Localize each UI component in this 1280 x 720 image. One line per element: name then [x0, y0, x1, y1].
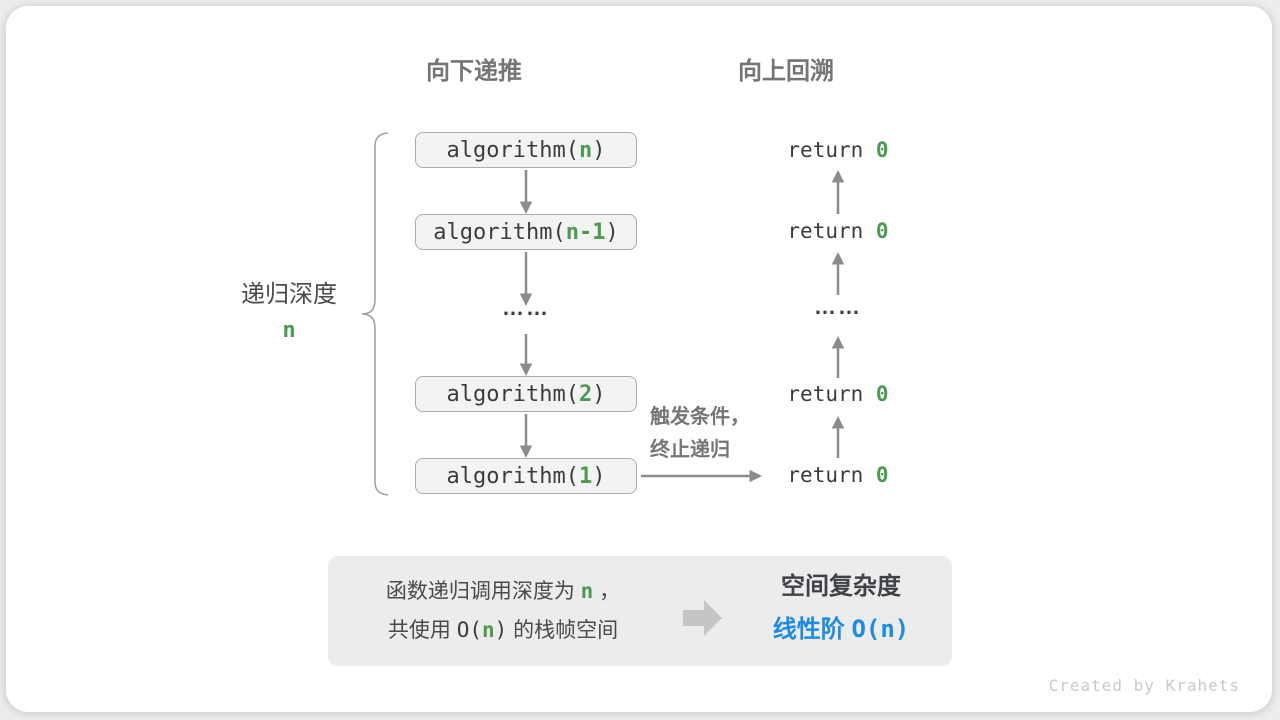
complexity-text: 线性阶 — [772, 616, 852, 643]
summary-n: n — [580, 579, 594, 603]
code-text: return — [787, 463, 876, 487]
code-text: return — [787, 219, 876, 243]
stack-box-n: algorithm(n) — [415, 132, 637, 168]
code-text: return — [787, 382, 876, 406]
summary-text: 函数递归调用深度为 — [385, 580, 581, 603]
header-backtrack: 向上回溯 — [738, 58, 834, 85]
code-text: ) — [605, 220, 619, 245]
code-text: ) — [592, 382, 606, 407]
return-ellipsis: …… — [814, 294, 862, 319]
stack-box-n-1: algorithm(n-1) — [415, 214, 637, 250]
summary-n: n — [481, 618, 495, 642]
complexity-big-o: O(n) — [851, 615, 910, 643]
return-value: 0 — [875, 382, 889, 406]
summary-line1: 函数递归调用深度为 n ， — [338, 578, 668, 604]
code-text: return — [787, 138, 876, 162]
return-value: 0 — [875, 219, 889, 243]
code-text: O( — [456, 618, 482, 642]
complexity-title: 空间复杂度 — [781, 573, 901, 600]
summary-panel — [328, 556, 952, 666]
stack-box-1: algorithm(1) — [415, 458, 637, 494]
complexity-result: 线性阶 O(n) — [741, 614, 941, 644]
summary-text: ， — [593, 580, 621, 603]
code-text: algorithm( — [446, 382, 579, 407]
code-text: algorithm( — [446, 138, 579, 163]
code-arg: n-1 — [565, 220, 606, 245]
return-statement: return 0 — [758, 136, 918, 164]
return-statement: return 0 — [758, 461, 918, 489]
trigger-note-line2: 终止递归 — [650, 439, 730, 461]
return-statement: return 0 — [758, 217, 918, 245]
code-text: ) — [592, 138, 606, 163]
summary-line2: 共使用 O(n) 的栈帧空间 — [338, 617, 668, 643]
stack-ellipsis: …… — [502, 295, 550, 320]
code-arg: 2 — [578, 382, 593, 407]
header-recurse: 向下递推 — [426, 58, 522, 85]
return-value: 0 — [875, 463, 889, 487]
depth-value: n — [282, 318, 296, 343]
return-value: 0 — [875, 138, 889, 162]
code-text: algorithm( — [433, 220, 566, 245]
stack-box-2: algorithm(2) — [415, 376, 637, 412]
return-statement: return 0 — [758, 380, 918, 408]
code-arg: 1 — [578, 464, 593, 489]
code-text: algorithm( — [446, 464, 579, 489]
depth-label: 递归深度 — [241, 281, 337, 308]
code-arg: n — [578, 138, 593, 163]
code-text: ) — [592, 464, 606, 489]
summary-text: 共使用 — [387, 619, 457, 642]
trigger-note-line1: 触发条件， — [650, 406, 750, 428]
summary-text: 的栈帧空间 — [507, 619, 619, 642]
code-text: ) — [494, 618, 508, 642]
watermark: Created by Krahets — [1048, 676, 1240, 695]
